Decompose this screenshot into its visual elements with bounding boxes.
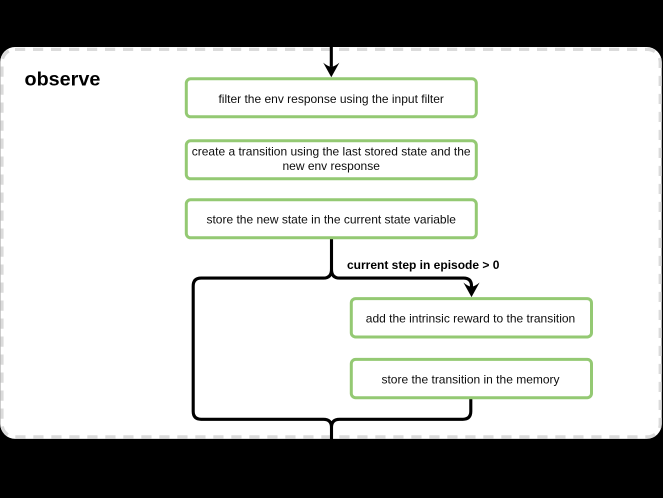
svg-text:current step in episode > 0: current step in episode > 0 — [347, 258, 500, 272]
svg-text:store the new state in the cur: store the new state in the current state… — [206, 212, 456, 226]
svg-text:observe: observe — [25, 69, 101, 91]
svg-text:filter the env response using: filter the env response using the input … — [218, 92, 443, 106]
svg-text:store the transition in the me: store the transition in the memory — [381, 372, 559, 386]
svg-text:add the intrinsic reward to th: add the intrinsic reward to the transiti… — [366, 311, 575, 325]
svg-text:create a transition using the: create a transition using the last store… — [192, 144, 471, 158]
svg-text:new env response: new env response — [282, 159, 380, 173]
